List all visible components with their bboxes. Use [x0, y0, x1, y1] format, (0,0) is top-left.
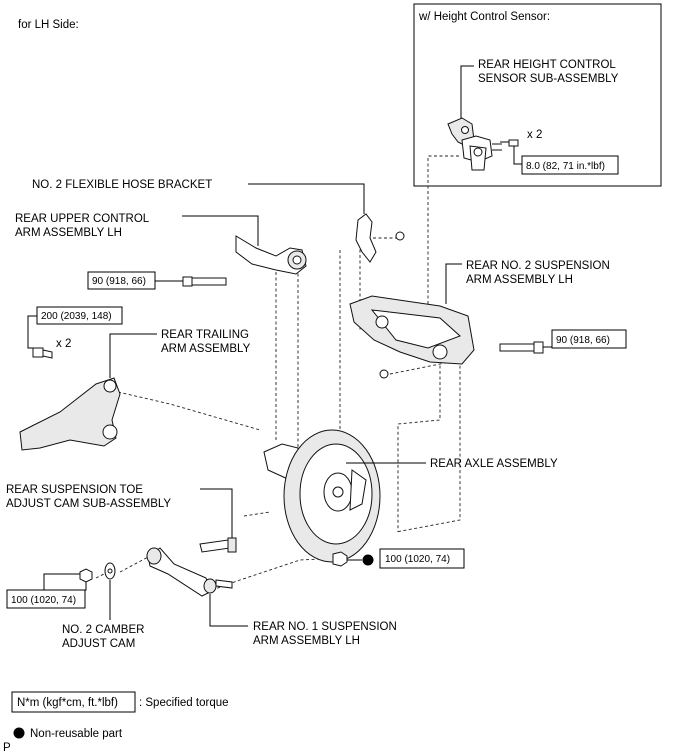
- camber-label-line1: NO. 2 CAMBER: [62, 624, 144, 636]
- legend-torque-unit: N*m (kgf*cm, ft.*lbf): [17, 697, 118, 709]
- trailing-arm-leader: [109, 333, 157, 378]
- no2-susp-torque-value: 90 (918, 66): [556, 335, 610, 346]
- no2-susp-torque-box: [551, 329, 627, 349]
- trailing-torque-leader: [27, 315, 37, 349]
- trailing-arm-bolt-icon: [32, 347, 53, 359]
- no1-susp-label-line1: REAR NO. 1 SUSPENSION: [253, 621, 397, 633]
- height-sensor-label-line2: SENSOR SUB-ASSEMBLY: [478, 73, 619, 85]
- axle-nut-icon: [332, 551, 348, 567]
- axle-label: REAR AXLE ASSEMBLY: [430, 458, 558, 470]
- corner-mark: P: [3, 742, 11, 754]
- legend: N*m (kgf*cm, ft.*lbf) : Specified torque…: [11, 691, 229, 740]
- camber-torque-value: 100 (1020, 74): [11, 595, 76, 606]
- toe-cam-label-line2: ADJUST CAM SUB-ASSEMBLY: [6, 498, 171, 510]
- height-sensor-label-line1: REAR HEIGHT CONTROL: [478, 59, 616, 71]
- sensor-torque-box: [521, 155, 619, 175]
- sensor-torque-leader: [513, 146, 522, 165]
- camber-adjust-cam-part: [104, 562, 116, 580]
- legend-torque-box: [11, 691, 136, 713]
- trailing-arm-label-line1: REAR TRAILING: [161, 329, 249, 341]
- rear-upper-control-arm-part: [235, 235, 307, 275]
- height-control-sensor-inset: w/ Height Control Sensor: REAR HEIGHT CO…: [413, 3, 662, 187]
- page-title: for LH Side:: [18, 19, 79, 31]
- inset-title: w/ Height Control Sensor:: [418, 11, 550, 23]
- camber-torque-box: [6, 589, 86, 609]
- axle-torque-value: 100 (1020, 74): [385, 554, 450, 565]
- no2-susp-label-line1: REAR NO. 2 SUSPENSION: [466, 260, 610, 272]
- no1-susp-leader: [209, 594, 248, 627]
- upper-arm-leader: [182, 215, 259, 246]
- axle-torque-box: [379, 548, 465, 569]
- height-control-sensor-part: [447, 117, 502, 171]
- toe-adjust-cam-part: [199, 537, 237, 553]
- no2-susp-bolt-icon: [499, 341, 544, 354]
- rear-no1-suspension-arm-part: [146, 547, 233, 597]
- height-sensor-leader: [460, 65, 474, 122]
- legend-torque-text: : Specified torque: [139, 697, 229, 709]
- camber-label-line2: ADJUST CAM: [62, 638, 135, 650]
- no2-susp-label-line2: ARM ASSEMBLY LH: [466, 274, 573, 286]
- sensor-quantity: x 2: [527, 129, 542, 141]
- trailing-arm-label-line2: ARM ASSEMBLY: [161, 343, 251, 355]
- upper-arm-bolt-icon: [182, 276, 227, 287]
- flexible-hose-bracket-part: [355, 213, 405, 263]
- hose-bracket-leader: [248, 183, 365, 214]
- assembly-guide-lines: [95, 155, 461, 591]
- camber-nut-icon: [79, 568, 93, 583]
- legend-nonreusable-text: Non-reusable part: [30, 728, 123, 740]
- upper-arm-label-line2: ARM ASSEMBLY LH: [15, 227, 122, 239]
- upper-arm-torque-value: 90 (918, 66): [92, 276, 146, 287]
- legend-nonreusable-dot: [13, 727, 25, 739]
- sensor-bolt-icon: [500, 139, 519, 147]
- upper-arm-label-line1: REAR UPPER CONTROL: [15, 213, 150, 225]
- sensor-torque-value: 8.0 (82, 71 in.*lbf): [526, 161, 605, 172]
- rear-no2-suspension-arm-part: [349, 295, 475, 379]
- rear-axle-assembly-part: [263, 429, 381, 563]
- no2-susp-leader: [445, 263, 462, 304]
- hose-bracket-label: NO. 2 FLEXIBLE HOSE BRACKET: [32, 179, 212, 191]
- toe-cam-label-line1: REAR SUSPENSION TOE: [6, 484, 143, 496]
- trailing-torque-value: 200 (2039, 148): [41, 311, 112, 322]
- no1-susp-label-line2: ARM ASSEMBLY LH: [253, 635, 360, 647]
- rear-trailing-arm-part: [19, 377, 121, 451]
- toe-cam-leader: [200, 488, 233, 538]
- non-reusable-dot: [362, 554, 374, 566]
- trailing-quantity: x 2: [56, 338, 71, 350]
